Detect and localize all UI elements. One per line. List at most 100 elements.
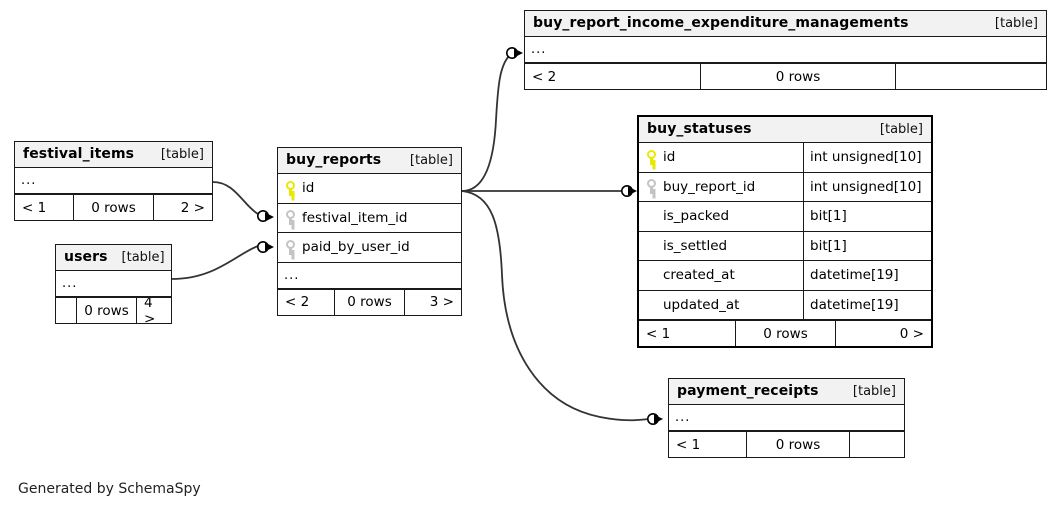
footer-rows: 0 rows [73,195,153,220]
column-row: is_settled bit[1] [639,231,931,261]
table-tag: [table] [121,250,165,265]
table-tag: [table] [879,122,923,137]
footer-parents [56,298,76,323]
table-users[interactable]: users [table] ... 0 rows 4 > [55,244,172,324]
table-festival-items[interactable]: festival_items [table] ... < 1 0 rows 2 … [14,141,213,221]
column-name-cell: is_packed [639,208,803,224]
table-buy-report-income-expenditure-managements[interactable]: buy_report_income_expenditure_management… [524,10,1047,90]
column-name-cell: paid_by_user_id [278,239,461,255]
footer-children: 3 > [404,289,461,315]
footer-parents: < 1 [646,325,671,342]
table-tag: [table] [409,153,453,168]
column-row: id [278,174,461,204]
footer-rows: 0 rows [746,432,849,457]
column-name: id [663,149,676,166]
table-payment-receipts[interactable]: payment_receipts [table] ... < 1 0 rows [668,378,905,458]
column-type: bit[1] [803,202,931,231]
table-name: payment_receipts [677,383,819,399]
column-name: created_at [663,267,735,284]
column-row: id int unsigned[10] [639,143,931,173]
columns-ellipsis: ... [278,263,461,289]
footer-children: 2 > [153,195,212,220]
primary-key-icon [286,180,295,196]
table-tag: [table] [160,147,204,162]
column-type: datetime[19] [803,290,931,319]
footer-parents: < 1 [22,199,47,216]
table-buy-statuses[interactable]: buy_statuses [table] id int unsigned[10]… [637,115,933,348]
table-name: buy_report_income_expenditure_management… [533,15,909,31]
table-footer: < 1 0 rows 0 > [639,320,931,346]
edge-income-expenditure [461,55,510,192]
column-type: datetime[19] [803,261,931,290]
table-name: buy_reports [286,152,382,168]
column-name-cell: id [639,149,803,165]
footer-children: 0 > [835,321,931,346]
footer-rows: 0 rows [334,289,404,315]
table-tag: [table] [994,16,1038,31]
columns-ellipsis: ... [525,37,1046,63]
columns-ellipsis: ... [669,405,904,431]
table-tag: [table] [852,384,896,399]
footer-children [895,64,1046,89]
schemaspy-credit: Generated by SchemaSpy [18,481,201,497]
edge-payment-receipts [461,190,650,422]
footer-rows: 0 rows [700,64,895,89]
columns-ellipsis: ... [56,271,171,297]
column-type: bit[1] [803,231,931,260]
edge-endpoint-circle [256,241,269,254]
footer-parents: < 1 [676,436,701,453]
column-row: is_packed bit[1] [639,202,931,232]
table-footer: 0 rows 4 > [56,297,171,323]
columns-ellipsis: ... [15,168,212,194]
footer-children [849,432,904,457]
column-name: updated_at [663,296,740,313]
edge-endpoint-circle [505,46,518,59]
edge-endpoint-circle [256,210,269,223]
column-name-cell: is_settled [639,238,803,254]
footer-children: 4 > [136,298,171,323]
table-title: festival_items [table] [15,142,212,168]
foreign-key-icon [286,239,295,255]
column-name: festival_item_id [302,209,408,226]
table-footer: < 2 0 rows [525,63,1046,89]
edge-festival-items [212,181,259,215]
primary-key-icon [647,149,656,165]
column-name-cell: festival_item_id [278,210,461,226]
column-name-cell: created_at [639,267,803,283]
column-name: buy_report_id [663,178,756,195]
column-row: festival_item_id [278,204,461,233]
foreign-key-icon [286,210,295,226]
column-row: buy_report_id int unsigned[10] [639,172,931,202]
table-name: festival_items [23,146,135,162]
table-name: users [64,249,108,265]
table-buy-reports[interactable]: buy_reports [table] id festival_item_id … [277,147,462,316]
table-title: payment_receipts [table] [669,379,904,405]
column-name: is_settled [663,237,728,254]
column-name: paid_by_user_id [302,239,410,256]
edge-users [171,245,259,280]
foreign-key-icon [647,179,656,195]
column-type: int unsigned[10] [803,143,931,172]
table-title: buy_report_income_expenditure_management… [525,11,1046,37]
column-name: id [302,180,315,197]
column-name-cell: id [278,180,461,196]
column-name: is_packed [663,208,730,225]
column-row: paid_by_user_id [278,233,461,263]
footer-parents: < 2 [532,68,557,85]
table-footer: < 1 0 rows 2 > [15,194,212,220]
table-footer: < 2 0 rows 3 > [278,288,461,315]
table-title: buy_reports [table] [278,148,461,174]
column-name-cell: updated_at [639,297,803,313]
footer-rows: 0 rows [735,321,835,346]
table-footer: < 1 0 rows [669,431,904,457]
column-name-cell: buy_report_id [639,179,803,195]
footer-parents: < 2 [285,294,310,310]
table-title: buy_statuses [table] [639,117,931,143]
column-type: int unsigned[10] [803,172,931,201]
table-title: users [table] [56,245,171,271]
column-row: created_at datetime[19] [639,261,931,291]
edge-endpoint-circle [646,412,659,425]
column-row: updated_at datetime[19] [639,290,931,320]
edge-endpoint-circle [620,185,633,198]
